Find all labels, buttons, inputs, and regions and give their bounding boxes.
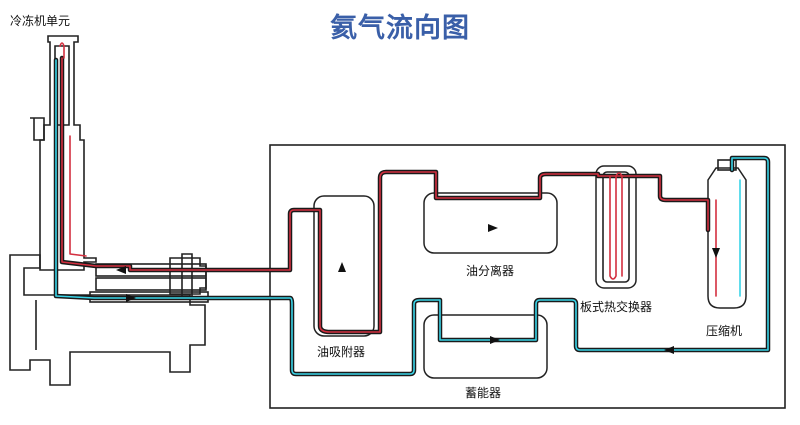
hot-line-hx-coil — [609, 172, 623, 280]
label-compressor: 压缩机 — [706, 324, 743, 338]
arrow-compressor-down — [712, 248, 720, 258]
label-oil-adsorber: 油吸附器 — [317, 345, 366, 359]
cold-flow-line — [53, 57, 771, 377]
arrow-adsorber-up — [338, 262, 346, 272]
label-oil-separator: 油分离器 — [466, 264, 515, 278]
label-plate-heat-exchanger: 板式热交换器 — [580, 300, 653, 314]
system-enclosure — [269, 144, 786, 409]
cold-line-outline — [53, 57, 771, 377]
page-title: 氦气流向图 — [330, 13, 470, 44]
cold-line-stroke — [55, 59, 769, 375]
flow-arrows — [116, 224, 720, 354]
arrow-cold-cryo-in — [126, 294, 136, 302]
cryocooler-unit — [9, 35, 209, 386]
storage-tank-box — [423, 314, 548, 379]
arrow-tank-right — [490, 336, 500, 344]
label-cryo-unit: 冷冻机单元 — [10, 14, 71, 28]
hot-flow-line — [59, 42, 717, 335]
compressor — [707, 159, 747, 309]
arrow-hot-cryo-out — [116, 266, 126, 274]
oil-adsorber-box — [313, 195, 375, 337]
arrow-return-left — [664, 346, 674, 354]
arrow-separator-right — [488, 224, 498, 232]
oil-separator-box — [423, 192, 558, 254]
hot-line-stroke — [61, 57, 709, 333]
label-storage-tank: 蓄能器 — [465, 386, 502, 400]
hot-line-cryo-loop — [59, 42, 87, 257]
